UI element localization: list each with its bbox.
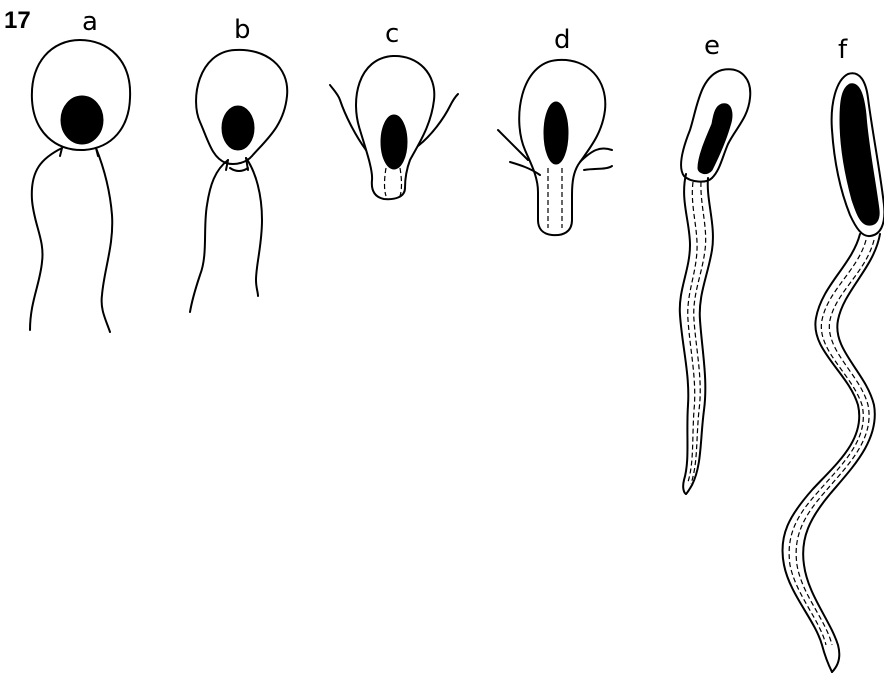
stage-label-f: f [838, 35, 848, 65]
stage-label-c: c [385, 19, 399, 49]
figure-number: 17 [4, 7, 31, 34]
stage-label-a: a [82, 7, 98, 37]
stage-label-d: d [554, 25, 571, 55]
stage-label-e: e [704, 31, 720, 61]
stage-a-drawing [30, 40, 130, 332]
stage-c-drawing [330, 56, 458, 199]
stage-f-drawing [782, 73, 884, 672]
stage-e-drawing [680, 69, 750, 494]
stage-label-b: b [234, 15, 251, 45]
stage-d-drawing [498, 60, 612, 235]
stage-b-drawing [190, 50, 287, 312]
